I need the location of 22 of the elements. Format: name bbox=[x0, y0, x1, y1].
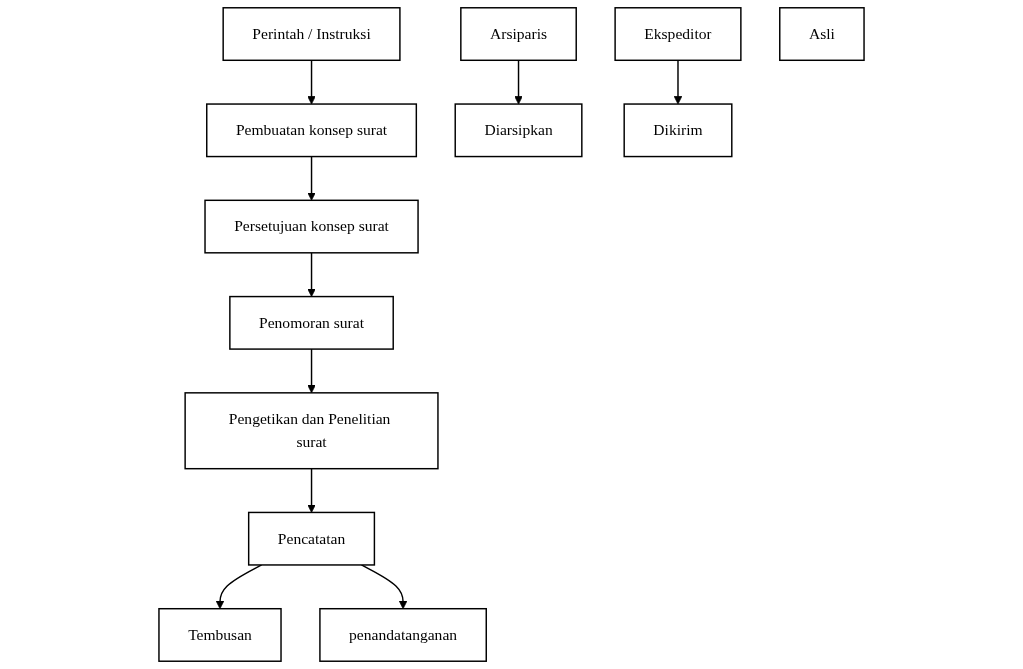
arrow bbox=[307, 59, 316, 105]
arrow bbox=[514, 59, 523, 105]
node-box: Diarsipkan bbox=[454, 103, 583, 158]
node-box: Arsiparis bbox=[460, 7, 577, 61]
node-box: Perintah / Instruksi bbox=[222, 7, 401, 61]
node-box: Ekspeditor bbox=[614, 7, 742, 61]
node-box: penandatanganan bbox=[319, 608, 487, 662]
node-box: Penomoran surat bbox=[229, 295, 394, 350]
arrow bbox=[307, 252, 316, 297]
arrow bbox=[307, 467, 316, 513]
arrow bbox=[307, 348, 316, 394]
arrow bbox=[307, 155, 316, 201]
node-box: Persetujuan konsep surat bbox=[204, 199, 419, 254]
arrow bbox=[360, 564, 408, 610]
node-box: Dikirim bbox=[623, 103, 733, 158]
node-box: Pembuatan konsep surat bbox=[206, 103, 418, 158]
node-box: Tembusan bbox=[158, 608, 282, 662]
node-box: Pengetikan dan Penelitian surat bbox=[184, 392, 439, 470]
node-box: Asli bbox=[779, 7, 865, 61]
arrow bbox=[215, 564, 263, 610]
arrow bbox=[673, 59, 683, 105]
node-box: Pencatatan bbox=[247, 511, 376, 566]
